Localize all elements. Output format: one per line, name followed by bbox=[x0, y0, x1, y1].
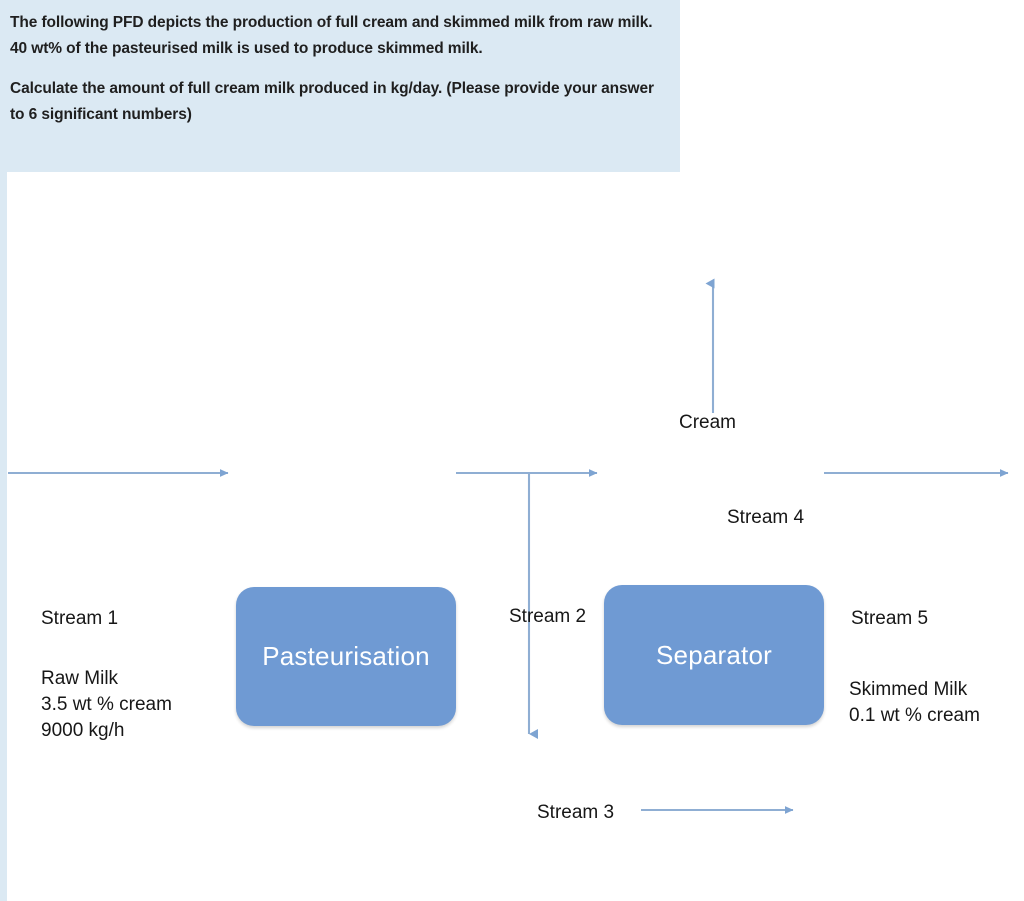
question-paragraph-1: The following PFD depicts the production… bbox=[10, 14, 653, 57]
unit-separator: Separator bbox=[604, 585, 824, 725]
left-accent-rail bbox=[0, 172, 7, 901]
label-skimmed-milk-details: Skimmed Milk 0.1 wt % cream bbox=[849, 679, 980, 726]
label-stream-5: Stream 5 bbox=[851, 608, 929, 629]
process-flow-diagram: Pasteurisation Separator Chiller Stream … bbox=[0, 172, 1024, 901]
label-stream-3: Stream 3 bbox=[537, 802, 615, 823]
question-paragraph-2: Calculate the amount of full cream milk … bbox=[10, 80, 654, 123]
label-stream-2: Stream 2 bbox=[509, 606, 587, 627]
label-cream-product: Cream bbox=[679, 412, 737, 433]
label-stream-1: Stream 1 bbox=[41, 608, 119, 629]
unit-pasteurisation: Pasteurisation bbox=[236, 587, 456, 726]
label-stream-4: Stream 4 bbox=[727, 507, 805, 528]
label-feed-details: Raw Milk 3.5 wt % cream 9000 kg/h bbox=[41, 668, 172, 741]
question-panel: The following PFD depicts the production… bbox=[0, 0, 680, 172]
pfd-connector-layer bbox=[8, 278, 1009, 814]
